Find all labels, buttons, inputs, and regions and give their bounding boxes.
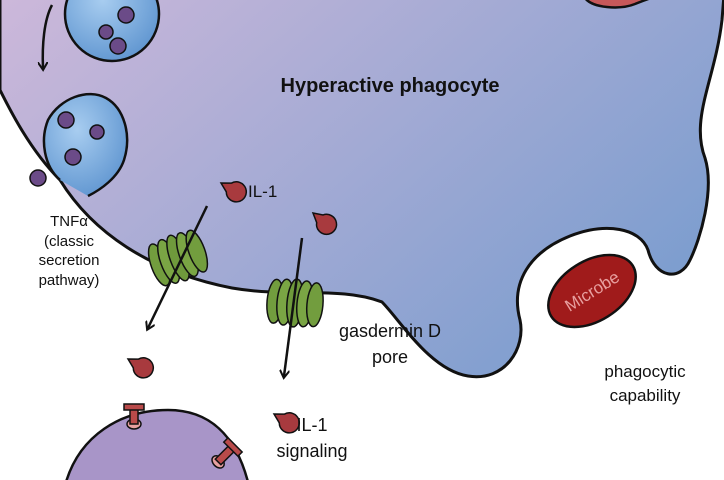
il1-receptor-2 — [211, 436, 244, 469]
secretory-vesicle-inner — [63, 0, 161, 63]
il1-receptor-1 — [123, 403, 145, 430]
phagocytic-label-line-2: capability — [609, 385, 681, 405]
signaling-label-line-2: signaling — [276, 441, 348, 462]
il1-molecule-2 — [311, 212, 338, 236]
il1-label: IL-1 — [248, 182, 278, 201]
signaling-label-line-1: IL-1 — [296, 415, 328, 435]
signaling-label: IL-1 signaling — [262, 412, 362, 464]
gasdermin-label-line-1: gasdermin D — [338, 321, 442, 341]
tnf-label-detail-3: pathway) — [38, 271, 100, 289]
transport-arrow — [43, 4, 54, 68]
vesicle-top-right — [585, 0, 649, 9]
tnf-label: TNFα (classic secretion pathway) — [14, 212, 124, 290]
fusing-vesicle — [42, 92, 129, 198]
phagocyte-cell — [0, 0, 724, 379]
il1-release-arrow-1 — [148, 205, 209, 328]
il1-molecule-3 — [126, 357, 155, 379]
gasdermin-label-line-2: pore — [371, 347, 409, 368]
gasdermin-label: gasdermin D pore — [320, 318, 460, 370]
tnf-label-name: TNFα — [50, 213, 88, 230]
phagocytic-label: phagocytic capability — [580, 360, 710, 408]
phagocytic-label-line-1: phagocytic — [604, 362, 686, 381]
tnf-molecule — [29, 169, 47, 187]
gasdermin-pore-2 — [266, 278, 324, 328]
microbe: Microbe — [547, 253, 637, 329]
il1-release-arrow-2 — [284, 237, 304, 376]
target-cell — [65, 408, 249, 480]
tnf-label-detail-2: secretion — [38, 252, 100, 269]
il1-molecule-1 — [219, 181, 248, 203]
phagocyte-title: Hyperactive phagocyte — [280, 75, 500, 97]
il1-molecule-4 — [272, 412, 301, 434]
tnf-label-detail-1: (classic — [43, 232, 94, 250]
